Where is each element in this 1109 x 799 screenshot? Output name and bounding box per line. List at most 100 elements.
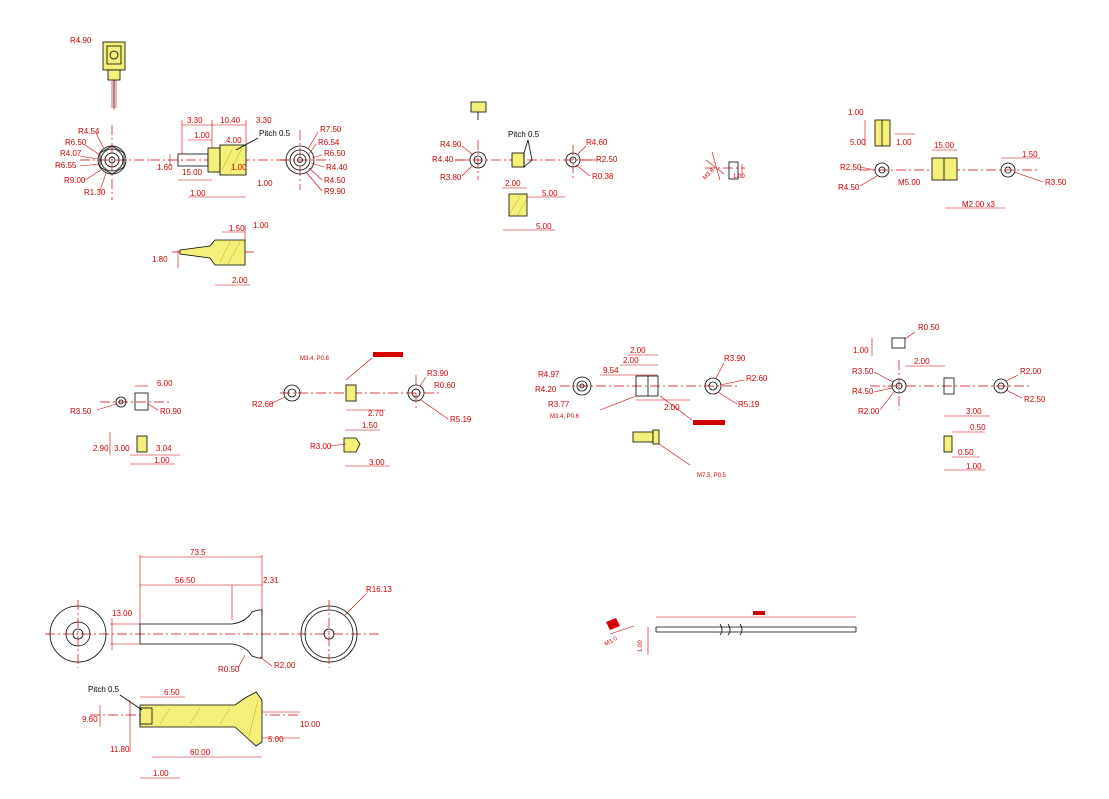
part6-marker — [373, 352, 403, 357]
part1-r454: R4.54 — [78, 127, 100, 136]
part1-sec-150: 1.50 — [229, 224, 245, 233]
part9-sec-1000: 10.00 — [300, 720, 321, 729]
part2-r250: R2.50 — [596, 155, 618, 164]
part6-r519: R5.19 — [450, 415, 472, 424]
part2-views: R4.90 R4.40 R3.80 Pitch 0.5 R4.60 R2.50 … — [432, 101, 618, 231]
part9-sec-500: 5.00 — [268, 735, 284, 744]
part8-r450: R4.50 — [852, 387, 874, 396]
part8-050b: 0.50 — [958, 448, 974, 457]
part1-r450: R4.50 — [324, 176, 346, 185]
part7-r377: R3.77 — [548, 400, 570, 409]
part1-100d: 1.00 — [257, 179, 273, 188]
part7-views: 2.00 2.00 9.54 R4.97 R4.20 R3.77 M3.4, P… — [535, 346, 768, 479]
part9-r050: R0.50 — [218, 665, 240, 674]
part3-views: M3.8 1.00 — [702, 151, 745, 181]
part2-500a: 5.00 — [542, 189, 558, 198]
part1-top-view: R4.90 — [70, 36, 126, 110]
part2-r490: R4.90 — [440, 140, 462, 149]
part1-r130: R1.30 — [84, 188, 106, 197]
part5-r350: R3.50 — [70, 407, 92, 416]
part8-r250: R2.50 — [1024, 395, 1046, 404]
part5-304: 3.04 — [156, 444, 172, 453]
part9-r200: R2.00 — [274, 661, 296, 670]
part9-231: 2.31 — [263, 576, 279, 585]
part7-954: 9.54 — [603, 366, 619, 375]
part1-100a: 1.00 — [194, 131, 210, 140]
part10-marker — [753, 611, 765, 615]
part2-r380: R3.80 — [440, 173, 462, 182]
part7-200a: 2.00 — [630, 346, 646, 355]
part4-500: 5.00 — [850, 138, 866, 147]
part9-sec-1180: 11.80 — [110, 745, 130, 754]
part7-200c: 2.00 — [664, 403, 680, 412]
part1-r440: R4.40 — [326, 163, 348, 172]
part1-r750: R7.50 — [320, 125, 342, 134]
part1-side-view: 3.30 10.40 3.30 1.00 4.00 1.00 1.60 15.0… — [150, 116, 291, 198]
part9-section: Pitch 0.5 6.50 9.60 11.80 60.00 1.00 10.… — [82, 685, 321, 779]
part5-100: 1.00 — [154, 456, 170, 465]
part7-r260: R2.60 — [746, 374, 768, 383]
part1-r650: R6.50 — [65, 138, 87, 147]
part4-r250: R2.50 — [840, 163, 862, 172]
part8-100b: 1.00 — [966, 462, 982, 471]
part8-views: R0.50 1.00 R3.50 R4.50 R2.00 2.00 R2.00 … — [852, 323, 1046, 471]
part6-150: 1.50 — [362, 421, 378, 430]
part3-100: 1.00 — [733, 174, 745, 180]
part7-m75: M7.5, P0.5 — [697, 473, 727, 479]
part9-1300: 13.00 — [112, 609, 133, 618]
part10-end-marker — [606, 618, 620, 630]
part8-200: 2.00 — [914, 357, 930, 366]
part1-r990: R9.90 — [324, 187, 346, 196]
part8-r050: R0.50 — [918, 323, 940, 332]
part5-600: 6.00 — [157, 379, 173, 388]
part1-sec-180: 1.80 — [152, 255, 168, 264]
part5-r090: R0.90 — [160, 407, 182, 416]
part1-r655: R6.55 — [55, 161, 77, 170]
part4-views: 1.00 5.00 1.00 R2.50 R4.50 15.00 M5.00 M… — [838, 108, 1067, 209]
part9-sec-100: 1.00 — [153, 769, 169, 778]
part1-1500: 15.00 — [182, 168, 203, 177]
part1-r650: R6.50 — [324, 149, 346, 158]
part9-sec-960: 9.60 — [82, 715, 98, 724]
part1-r654: R6.54 — [318, 138, 340, 147]
part6-300: 3.00 — [369, 458, 385, 467]
part6-r060: R0.60 — [434, 381, 456, 390]
part8-r200a: R2.00 — [858, 407, 880, 416]
part4-150: 1.50 — [1022, 150, 1038, 159]
part2-500b: 5.00 — [536, 222, 552, 231]
part5-300: 3.00 — [114, 444, 130, 453]
part1-330b: 3.30 — [256, 116, 272, 125]
part9-r1613: R16.13 — [366, 585, 392, 594]
part7-m34: M3.4, P0.6 — [550, 414, 580, 420]
part7-r519: R5.19 — [738, 400, 760, 409]
part4-m200x3: M2.00 x3 — [962, 200, 995, 209]
part9-pitch-note: Pitch 0.5 — [88, 685, 120, 694]
part4-r350: R3.50 — [1045, 178, 1067, 187]
part1-r490: R4.90 — [70, 36, 92, 45]
part7-r497: R4.97 — [538, 370, 560, 379]
part1-r407: R4.07 — [60, 149, 82, 158]
part6-r390: R3.90 — [427, 369, 449, 378]
part8-r200b: R2.00 — [1020, 367, 1042, 376]
part4-1500: 15.00 — [934, 141, 955, 150]
part6-r260: R2.60 — [252, 400, 274, 409]
part4-r450: R4.50 — [838, 183, 860, 192]
part1-100c: 1.00 — [190, 189, 206, 198]
part2-r460: R4.60 — [586, 138, 608, 147]
part4-m500: M5.00 — [898, 178, 921, 187]
part6-m34: M3.4, P0.6 — [300, 356, 330, 362]
part2-r038: R0.38 — [592, 172, 614, 181]
part8-300: 3.00 — [966, 407, 982, 416]
part7-r420: R4.20 — [535, 385, 557, 394]
part8-100a: 1.00 — [853, 346, 869, 355]
part10-views: M1.0 1.00 — [604, 611, 857, 655]
part9-sec-6000: 60.00 — [190, 748, 211, 757]
part8-050a: 0.50 — [970, 423, 986, 432]
part2-pitch-note: Pitch 0.5 — [508, 130, 540, 139]
part10-100: 1.00 — [638, 640, 644, 652]
part1-400: 4.00 — [226, 136, 242, 145]
part9-sec-650: 6.50 — [164, 688, 180, 697]
part1-330a: 3.30 — [187, 116, 203, 125]
part8-r350: R3.50 — [852, 367, 874, 376]
part1-1040: 10.40 — [220, 116, 241, 125]
